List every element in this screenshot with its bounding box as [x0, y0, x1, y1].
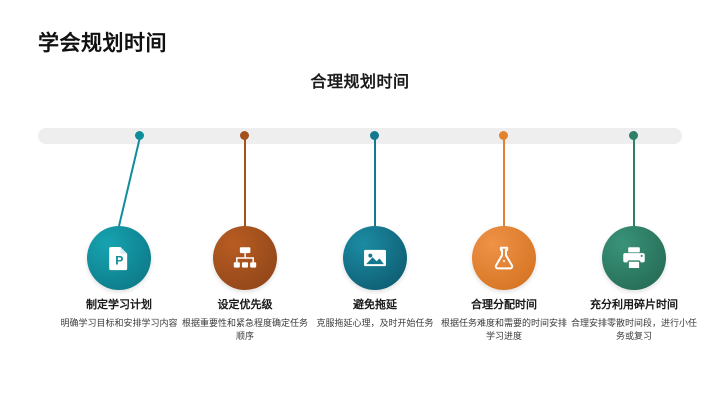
node-circle-1[interactable]: P — [87, 226, 151, 290]
node-label-1: 制定学习计划 — [86, 299, 152, 311]
section-subtitle: 合理规划时间 — [310, 74, 410, 91]
presentation-file-icon: P — [105, 244, 133, 272]
timeline-dot-3 — [370, 131, 379, 140]
timeline-bar — [38, 128, 682, 144]
node-label-3: 避免拖延 — [353, 299, 397, 311]
node-circle-3[interactable] — [343, 226, 407, 290]
node-description-2: 根据重要性和紧急程度确定任务顺序 — [181, 318, 308, 341]
node-text-2: 设定优先级 根据重要性和紧急程度确定任务顺序 — [179, 298, 311, 343]
node-text-1: 制定学习计划 明确学习目标和安排学习内容 — [53, 298, 185, 330]
printer-icon — [620, 244, 648, 272]
node-text-5: 充分利用碎片时间 合理安排零散时间段，进行小任务或复习 — [568, 298, 700, 343]
node-label-5: 充分利用碎片时间 — [590, 299, 678, 311]
timeline-dot-2 — [240, 131, 249, 140]
image-icon — [361, 244, 389, 272]
node-circle-5[interactable] — [602, 226, 666, 290]
node-description-1: 明确学习目标和安排学习内容 — [60, 318, 178, 328]
node-description-5: 合理安排零散时间段，进行小任务或复习 — [570, 318, 697, 341]
node-text-4: 合理分配时间 根据任务难度和需要的时间安排学习进度 — [438, 298, 570, 343]
node-label-4: 合理分配时间 — [471, 299, 537, 311]
timeline-dot-5 — [629, 131, 638, 140]
page-title: 学会规划时间 — [38, 32, 167, 55]
timeline-dot-1 — [135, 131, 144, 140]
timeline-dot-4 — [499, 131, 508, 140]
node-description-4: 根据任务难度和需要的时间安排学习进度 — [440, 318, 567, 341]
svg-text:P: P — [115, 253, 123, 267]
node-description-3: 克服拖延心理，及时开始任务 — [316, 318, 434, 328]
node-circle-4[interactable] — [472, 226, 536, 290]
node-circle-2[interactable] — [213, 226, 277, 290]
flask-icon — [490, 244, 518, 272]
hierarchy-icon — [231, 244, 259, 272]
node-label-2: 设定优先级 — [217, 299, 273, 311]
node-text-3: 避免拖延 克服拖延心理，及时开始任务 — [309, 298, 441, 330]
